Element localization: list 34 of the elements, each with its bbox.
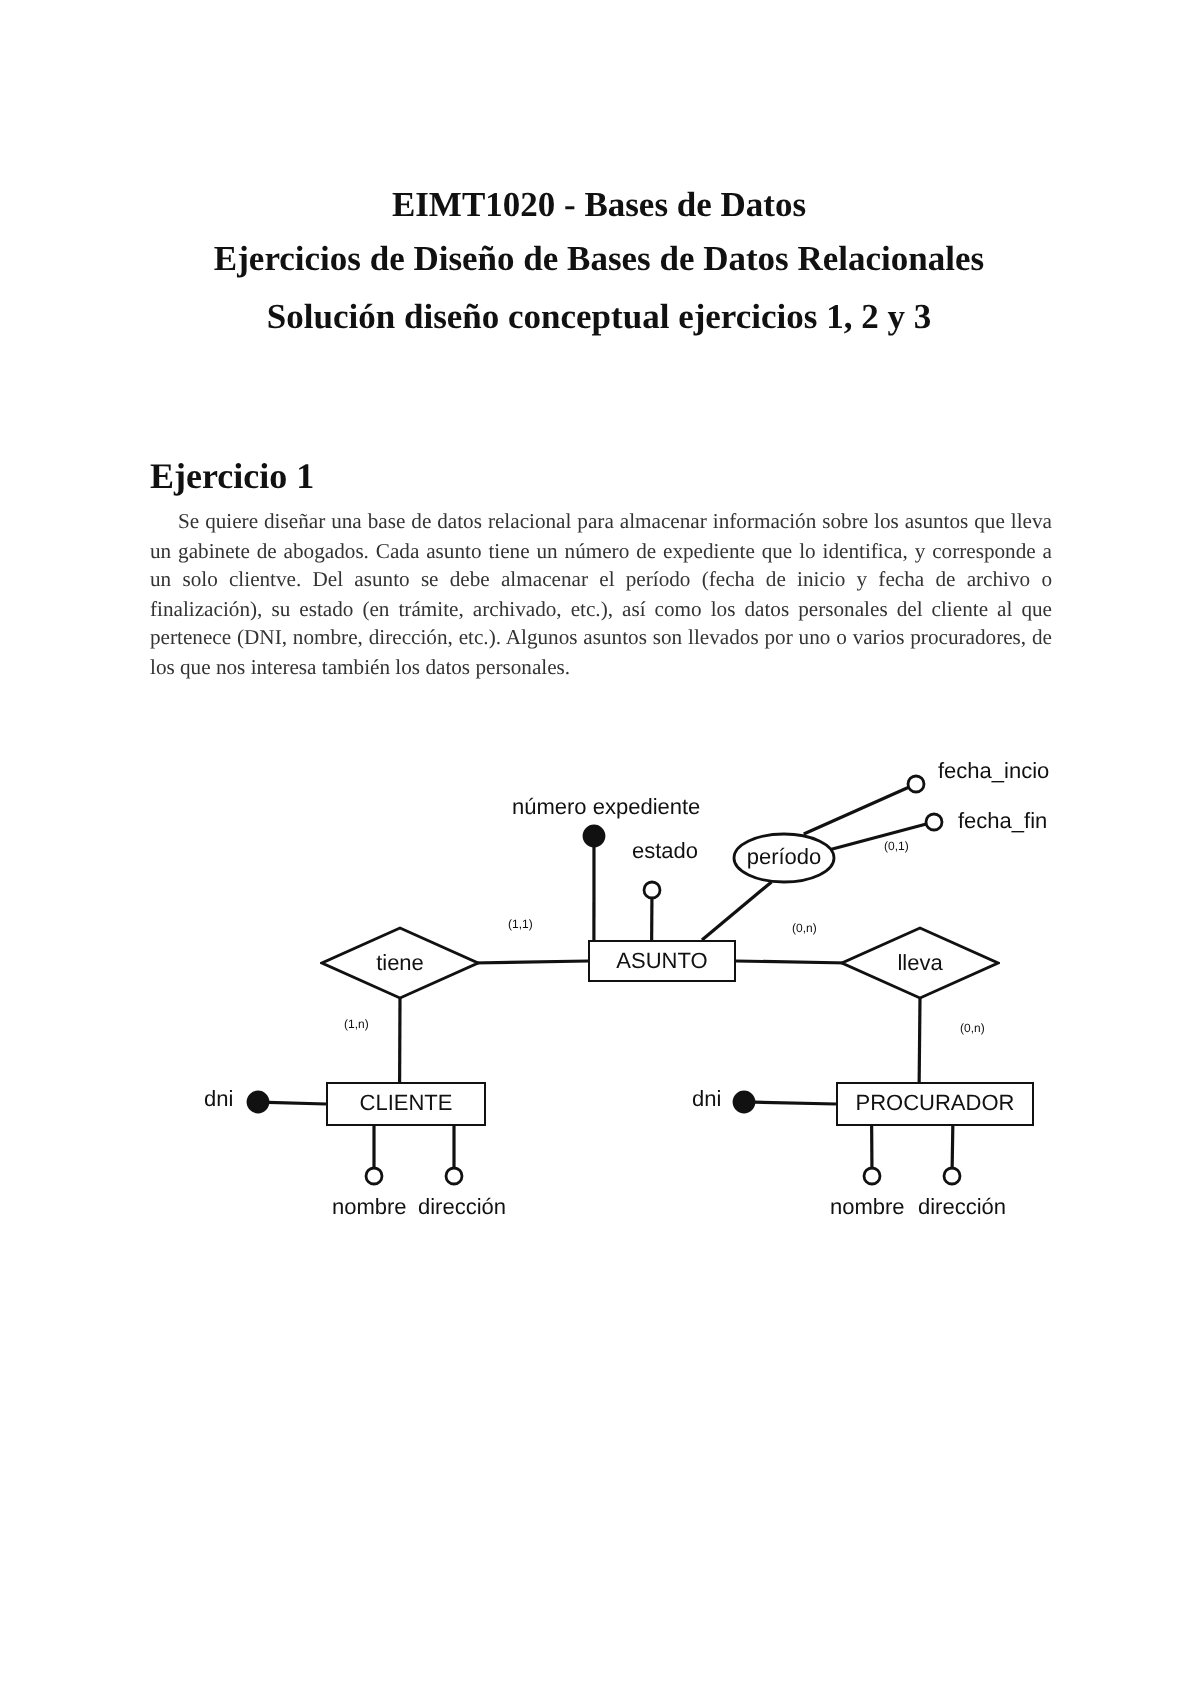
connector-line [398,997,402,1082]
attribute-label: dni [692,1088,722,1112]
connector-line [803,785,910,836]
attribute-label: nombre [830,1196,905,1220]
section-heading: Ejercicio 1 [150,456,315,498]
attribute-label: número expediente [512,796,701,820]
exercise-paragraph: Se quiere diseñar una base de datos relacional para almacenar información sobre los asuntos que lleva un gabinete de abogados. Cada asunto tiene un número de expediente que lo identifica, y corresponde a un solo clientve. Del asunto se debe almacenar el período (fecha de inicio y fecha de archivo o finalización), su estado (en trámite, archivado, etc.), así como los datos personales del cliente al que pertenece (DNI, nombre, dirección, etc.). Algunos asuntos son llevados por uno o varios procuradores, de los que nos interesa también los datos personales. [150,510,1052,684]
connector-line [650,898,654,940]
relationship-diamond: lleva [840,926,1000,1000]
connector-line [700,880,773,942]
attribute-label: nombre [332,1196,407,1220]
attribute-label: fecha_fin [958,810,1048,834]
attribute-label: fecha_incio [938,760,1050,784]
connector-line [753,1100,837,1106]
attribute-label: dirección [418,1196,507,1220]
connector-line [592,846,596,940]
page-subtitle: Solución diseño conceptual ejercicios 1, 2 y 3 [264,296,934,338]
connector-line [950,1125,955,1169]
connector-line [917,997,922,1082]
attribute-label: estado [632,840,699,864]
attribute-label: dni [204,1088,234,1112]
connector-line [452,1126,456,1168]
connector-line [870,1126,874,1168]
entity-box: PROCURADOR [836,1082,1034,1126]
entity-box: CLIENTE [326,1082,486,1126]
page-title: EIMT1020 - Bases de Datos [389,184,809,226]
attribute-label: dirección [918,1196,1007,1220]
entity-box: ASUNTO [588,940,736,982]
composite-attribute-ellipse: período [732,832,836,884]
connector-line [372,1126,376,1168]
connector-line [827,822,927,852]
relationship-diamond: tiene [320,926,480,1000]
page-subtitle: Ejercicios de Diseño de Bases de Datos Relacionales [211,238,987,280]
connector-line [267,1100,327,1106]
